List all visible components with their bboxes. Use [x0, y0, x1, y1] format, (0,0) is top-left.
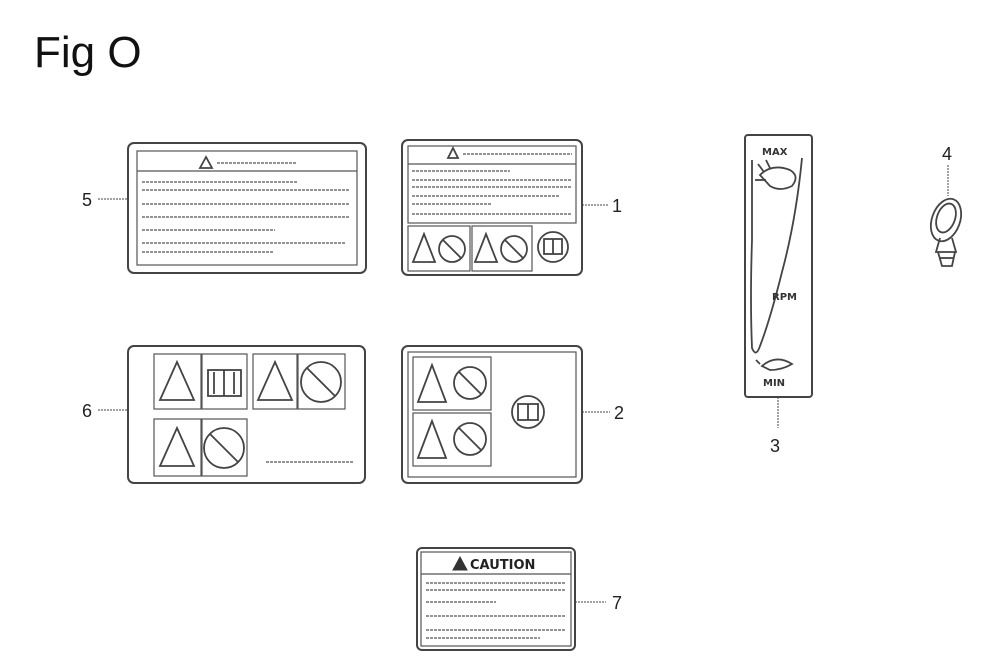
callout-6: 6 [82, 401, 92, 421]
warning-triangle-icon [416, 418, 448, 459]
part-4-clip [929, 197, 963, 267]
warning-triangle-icon [158, 425, 196, 467]
manual-book-icon [207, 369, 242, 397]
figure-title: Fig O [34, 28, 142, 77]
warning-triangle-icon [446, 145, 460, 159]
callout-1: 1 [612, 196, 622, 216]
label-3-throttle: MAX RPM MIN [744, 134, 813, 398]
callout-7: 7 [612, 593, 622, 613]
warning-triangle-icon [158, 359, 196, 401]
prohibition-icon [500, 235, 528, 263]
label-1 [401, 139, 583, 276]
callout-3: 3 [770, 436, 780, 456]
label-6 [127, 345, 366, 484]
manual-book-icon [537, 231, 569, 263]
label-7-caution: CAUTION [416, 547, 576, 651]
turtle-slow-icon [755, 358, 794, 371]
warning-triangle-icon [452, 555, 468, 571]
warning-triangle-icon [411, 231, 437, 263]
prohibition-icon [203, 427, 245, 469]
warning-triangle-icon [198, 155, 214, 169]
throttle-curve [750, 157, 803, 354]
callout-2: 2 [614, 403, 624, 423]
prohibition-icon [300, 361, 342, 403]
throttle-rpm-text: RPM [772, 292, 797, 303]
callout-5: 5 [82, 190, 92, 210]
throttle-min-text: MIN [763, 378, 785, 389]
warning-triangle-icon [256, 359, 294, 401]
prohibition-icon [438, 235, 466, 263]
prohibition-icon [453, 422, 487, 456]
prohibition-icon [453, 366, 487, 400]
warning-triangle-icon [416, 362, 448, 403]
throttle-max-text: MAX [762, 147, 788, 158]
callout-4: 4 [942, 144, 952, 164]
caution-heading: CAUTION [470, 558, 535, 573]
label-5 [127, 142, 367, 274]
label-2 [401, 345, 583, 484]
warning-triangle-icon [473, 231, 499, 263]
rabbit-fast-icon [755, 159, 797, 190]
manual-book-icon [511, 395, 545, 429]
